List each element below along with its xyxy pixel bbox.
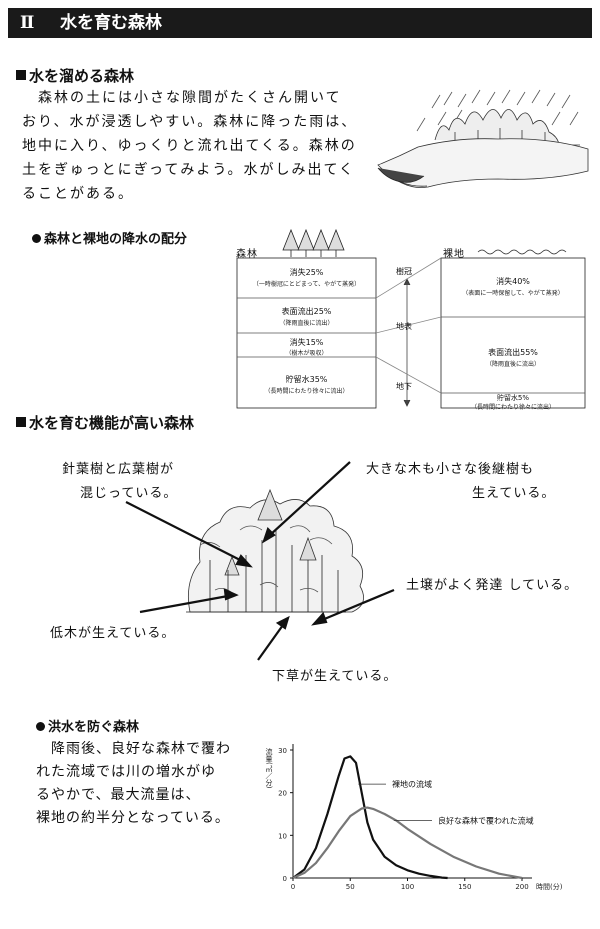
y-axis-label: 流量(㎥／分) [265, 747, 273, 789]
label-conifer-broadleaf-2: 混じっている。 [80, 486, 178, 501]
forest-row-2-sub: （降雨直後に流出） [279, 320, 334, 327]
bare-row-3-title: 貯留水5% [496, 394, 530, 402]
bare-row-1-title: 消失40% [496, 277, 530, 286]
square-bullet-icon [16, 70, 26, 80]
y-tick-label: 10 [278, 832, 287, 840]
level-underground: 地下 [396, 382, 412, 391]
label-large-small-trees-2: 生えている。 [472, 486, 556, 501]
forest-row-3-title: 消失15% [289, 338, 324, 347]
bare-row-1-sub: （表面に一時保留して、やがて蒸発） [462, 290, 564, 297]
x-tick-label: 50 [346, 883, 355, 891]
label-conifer-broadleaf-1: 針葉樹と広葉樹が [62, 462, 175, 477]
forest-row-4-sub: （長時間にわたり徐々に流出） [264, 388, 349, 395]
level-canopy: 樹冠 [396, 267, 412, 276]
heading-high-function-forest: 水を育む機能が高い森林 [16, 412, 194, 433]
x-axis-label: 時間(分) [536, 882, 563, 891]
forest-row-1-title: 消失25% [289, 268, 324, 277]
mixed-forest-illustration [186, 488, 364, 613]
y-tick-label: 0 [283, 875, 287, 883]
heading-flood-prevention: 洪水を防ぐ森林 [36, 716, 139, 735]
heading-distribution: 森林と裸地の降水の配分 [32, 228, 187, 247]
x-tick-label: 200 [515, 883, 528, 891]
y-tick-label: 30 [278, 747, 287, 755]
square-bullet-icon [16, 417, 26, 427]
bare-label: 裸地 [443, 249, 465, 260]
paragraph-flood-prevention: 降雨後、良好な森林で覆わ れた流域では川の増水がゆ るやかで、最大流量は、 裸地… [36, 741, 231, 826]
round-bullet-icon [32, 234, 41, 243]
y-tick-label: 20 [278, 790, 287, 798]
section-number: Ⅱ [20, 13, 35, 33]
rain-forest-illustration [377, 89, 589, 188]
level-surface: 地表 [396, 322, 412, 331]
x-tick-label: 100 [401, 883, 414, 891]
series-line-1 [292, 806, 523, 880]
forest-trees-icon [282, 228, 345, 257]
series-1-label: 良好な森林で覆われた流域 [438, 815, 534, 825]
series-line-0 [292, 755, 448, 880]
bare-row-3-sub: （長時間にわたり徐々に流出） [470, 404, 555, 411]
label-undergrowth: 下草が生えている。 [272, 669, 398, 684]
label-soil-developed: 土壌がよく発達 している。 [406, 578, 579, 593]
section-header: Ⅱ 水を育む森林 [8, 8, 592, 38]
label-shrubs: 低木が生えている。 [50, 626, 176, 641]
heading-water-storage: 水を溜める森林 [16, 65, 134, 86]
forest-label: 森林 [236, 249, 258, 260]
forest-row-2-title: 表面流出25% [281, 307, 332, 316]
section-title: 水を育む森林 [60, 13, 162, 33]
round-bullet-icon [36, 722, 45, 731]
forest-row-1-sub: （一時樹冠にとどまって、やがて蒸発） [252, 281, 361, 288]
x-tick-label: 0 [291, 883, 295, 891]
x-tick-label: 150 [458, 883, 471, 891]
paragraph-water-storage: 森林の土には小さな隙間がたくさん開いて おり、水が浸透しやすい。森林に降った雨は… [22, 90, 358, 202]
forest-row-3-sub: （樹木が吸収） [285, 350, 328, 357]
label-large-small-trees-1: 大きな木も小さな後継樹も [366, 462, 535, 477]
forest-row-4-title: 貯留水35% [285, 375, 328, 384]
series-0-label: 裸地の流域 [392, 779, 432, 789]
bare-row-2-sub: （降雨直後に流出） [485, 361, 540, 368]
bare-row-2-title: 表面流出55% [488, 348, 538, 357]
